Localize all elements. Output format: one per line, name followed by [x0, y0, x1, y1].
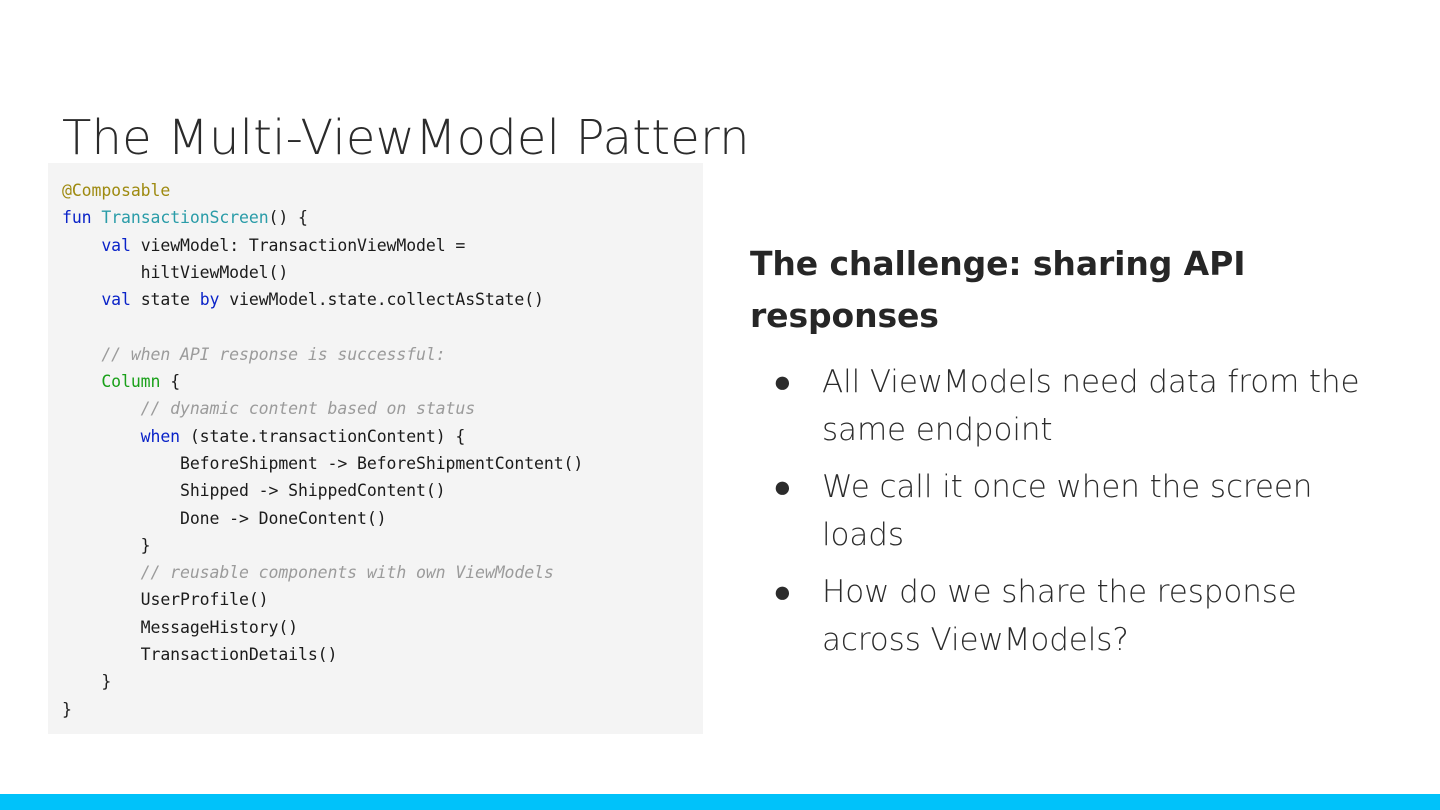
code-token-keyword-val: val [101, 235, 131, 255]
bullet-marker-icon: ● [773, 364, 792, 401]
bullet-marker-icon: ● [773, 574, 792, 611]
list-item-label: All ViewModels need data from the same e… [822, 364, 1360, 449]
code-token-composable-column: Column [101, 372, 161, 392]
list-item-label: How do we share the response across View… [822, 574, 1297, 659]
challenge-heading: The challenge: sharing API responses [750, 244, 1246, 336]
code-token-comment: // when API response is successful: [101, 344, 446, 364]
code-token-comment: // dynamic content based on status [140, 399, 476, 419]
code-token-keyword-val: val [101, 290, 131, 310]
accent-bar [0, 794, 1440, 810]
code-token-comment: // reusable components with own ViewMode… [140, 563, 554, 583]
bullet-marker-icon: ● [773, 469, 792, 506]
page-title: The Multi-ViewModel Pattern [62, 110, 750, 167]
bullet-list: ● All ViewModels need data from the same… [750, 358, 1395, 664]
code-token-keyword-by: by [199, 290, 220, 310]
code-token-keyword-when: when [140, 426, 181, 446]
list-item-label: We call it once when the screen loads [822, 469, 1313, 554]
list-item: ● We call it once when the screen loads [750, 463, 1395, 559]
code-panel: @Composable fun TransactionScreen() { va… [48, 163, 703, 734]
list-item: ● All ViewModels need data from the same… [750, 358, 1395, 454]
code-token-keyword-fun: fun [62, 208, 92, 228]
code-block: @Composable fun TransactionScreen() { va… [62, 181, 584, 719]
list-item: ● How do we share the response across Vi… [750, 568, 1395, 664]
code-token-annotation: @Composable [62, 181, 171, 200]
right-column: The challenge: sharing API responses ● A… [750, 238, 1395, 674]
code-token-function-name: TransactionScreen [101, 208, 269, 228]
